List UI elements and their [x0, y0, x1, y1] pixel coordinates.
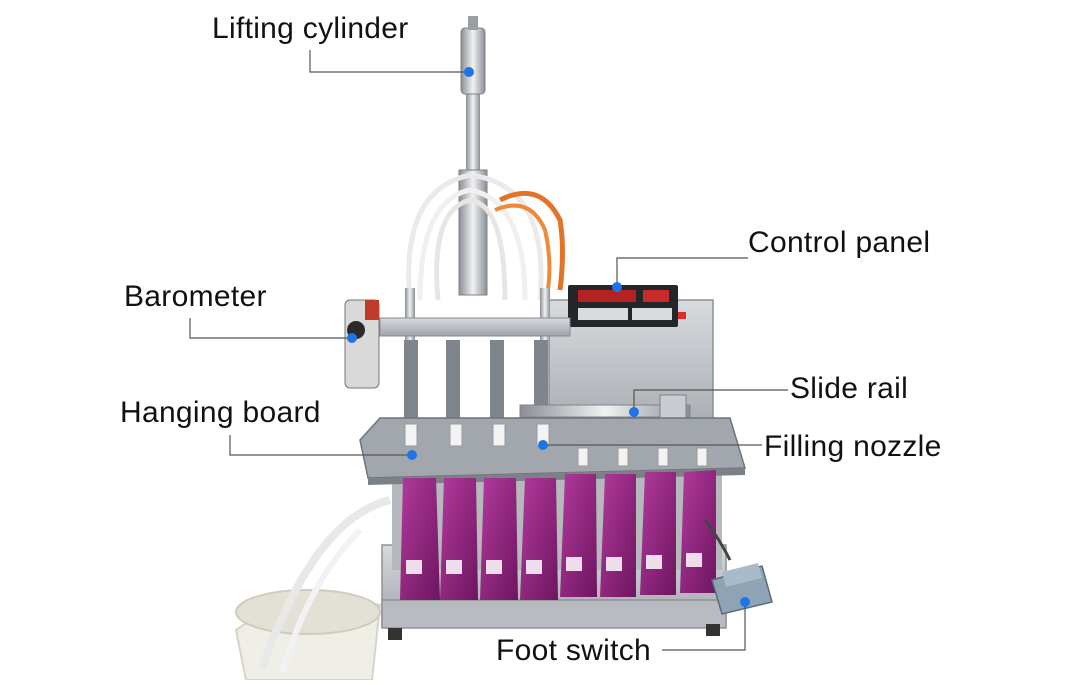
waste-bucket — [234, 496, 392, 681]
nozzle-tips — [404, 423, 708, 467]
marker-dots — [347, 67, 750, 607]
leader-control-panel — [616, 257, 748, 287]
dot-lifting-cylinder — [464, 67, 474, 77]
leader-slide-rail — [633, 389, 788, 412]
dot-hanging-board — [407, 450, 417, 460]
dot-slide-rail — [629, 407, 639, 417]
label-foot-switch: Foot switch — [496, 634, 652, 667]
dot-filling-nozzle — [538, 440, 548, 450]
nozzle-springs — [404, 340, 548, 420]
leader-barometer — [189, 318, 352, 339]
dot-barometer — [347, 333, 357, 343]
leader-hanging-board — [229, 435, 412, 456]
foot-switch-pedal — [703, 519, 773, 615]
leader-lifting-cylinder — [309, 50, 469, 73]
label-slide-rail: Slide rail — [790, 372, 909, 405]
label-barometer: Barometer — [124, 280, 267, 313]
dot-control-panel — [612, 282, 622, 292]
dot-foot-switch — [740, 597, 750, 607]
label-filling-nozzle: Filling nozzle — [764, 430, 942, 463]
barometer-unit — [344, 299, 380, 389]
leader-foot-switch — [662, 602, 746, 651]
label-hanging-board: Hanging board — [120, 396, 321, 429]
label-lifting-cylinder: Lifting cylinder — [212, 12, 409, 45]
leader-lines — [189, 50, 788, 651]
spout-pouches — [400, 470, 716, 600]
label-control-panel: Control panel — [748, 226, 931, 259]
